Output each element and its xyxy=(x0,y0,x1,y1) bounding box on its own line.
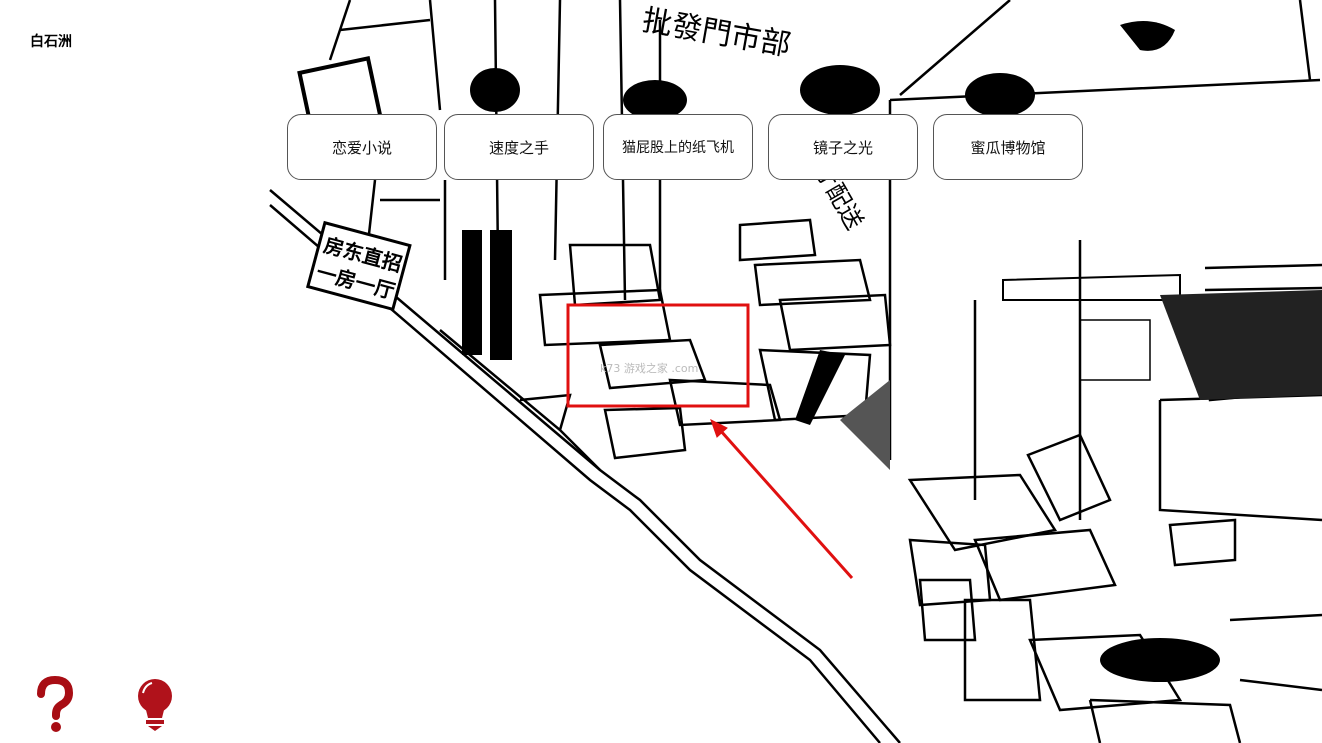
target-item-speed-hand[interactable]: 速度之手 xyxy=(444,114,594,180)
highlight-box xyxy=(566,303,750,408)
target-item-mirror-light[interactable]: 镜子之光 xyxy=(768,114,918,180)
shop-banner: 批發門市部 xyxy=(640,3,794,64)
target-item-melon-museum[interactable]: 蜜瓜博物馆 xyxy=(933,114,1083,180)
location-title: 白石洲 xyxy=(30,34,72,50)
watermark: k73 游戏之家 .com xyxy=(600,361,698,375)
rental-sign: 房东直招 一房一厅 xyxy=(305,220,412,312)
question-mark-icon xyxy=(37,675,74,732)
lightbulb-icon xyxy=(138,679,172,731)
help-button[interactable] xyxy=(33,675,77,734)
hint-button[interactable] xyxy=(133,676,177,734)
target-item-paper-plane[interactable]: 猫屁股上的纸飞机 xyxy=(603,114,753,180)
pointer-arrow xyxy=(710,418,854,579)
crowd-silhouettes xyxy=(462,21,1322,682)
street-drawing xyxy=(269,0,1322,743)
target-item-romance-novel[interactable]: 恋爱小说 xyxy=(287,114,437,180)
